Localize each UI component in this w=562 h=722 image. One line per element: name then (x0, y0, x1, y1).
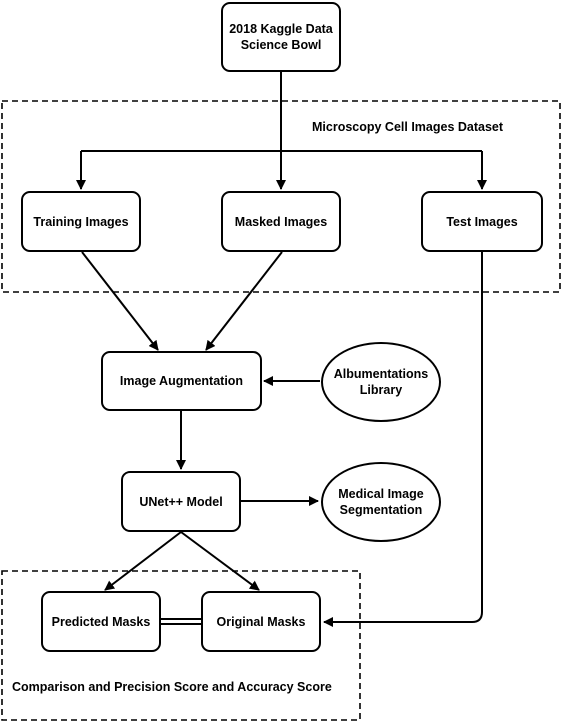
edge-model-predicted (104, 531, 182, 591)
predicted-masks-node: Predicted Masks (41, 591, 161, 652)
comparison-group-border (1, 570, 361, 721)
unet-model-node: UNet++ Model (121, 471, 241, 532)
training-images-node: Training Images (21, 191, 141, 252)
image-augmentation-node: Image Augmentation (101, 351, 262, 411)
edge-test-original (323, 252, 483, 627)
dataset-group-border (1, 100, 561, 293)
edge-masked-augmentation (205, 251, 283, 351)
comparison-group-label: Comparison and Precision Score and Accur… (12, 680, 332, 694)
albumentations-node: Albumentations Library (321, 342, 441, 422)
masked-images-node: Masked Images (221, 191, 341, 252)
test-images-node: Test Images (421, 191, 543, 252)
dataset-group-label: Microscopy Cell Images Dataset (312, 120, 504, 134)
edge-training-augmentation (81, 251, 159, 351)
edge-model-original (180, 531, 260, 591)
source-node: 2018 Kaggle Data Science Bowl (221, 2, 341, 72)
original-masks-node: Original Masks (201, 591, 321, 652)
segmentation-node: Medical Image Segmentation (321, 462, 441, 542)
